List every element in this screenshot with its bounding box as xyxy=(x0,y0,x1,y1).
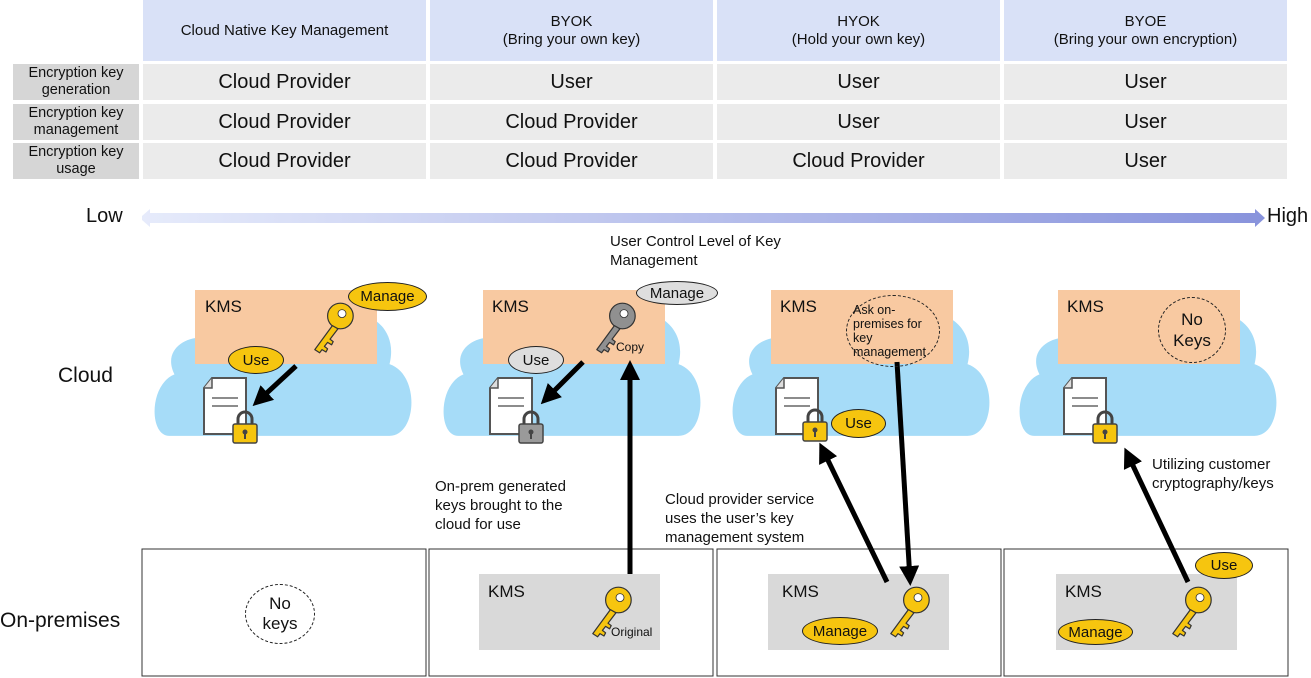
header-byoe-text: BYOE (Bring your own encryption) xyxy=(1053,12,1238,48)
kms-label-onprem-2: KMS xyxy=(488,582,525,601)
manage-badge-2: Manage xyxy=(636,281,718,305)
byoe-description: Utilizing customer cryptography/keys xyxy=(1152,456,1274,492)
manage-badge-3: Manage xyxy=(802,617,878,645)
no-keys-cloud-circle: No Keys xyxy=(1158,297,1226,363)
arrow-hyok-down xyxy=(894,361,920,586)
table-cell: Cloud Provider xyxy=(143,104,426,140)
arrow-use-2 xyxy=(540,360,585,405)
kms-label-onprem-3: KMS xyxy=(782,582,819,601)
no-keys-onprem-text: No keys xyxy=(262,594,298,633)
kms-label-cloud-3: KMS xyxy=(780,297,817,316)
table-cell: User xyxy=(1004,64,1287,100)
cloud-row-label: Cloud xyxy=(58,364,113,387)
scale-caption: User Control Level of Key Management xyxy=(610,233,781,269)
manage-badge-4: Manage xyxy=(1058,619,1133,645)
row-label-2: Encryption key management xyxy=(13,104,139,140)
kms-onprem-2 xyxy=(479,574,660,650)
manage-badge-1: Manage xyxy=(348,282,427,311)
kms-label-cloud-1: KMS xyxy=(205,297,242,316)
row-label-1: Encryption key generation xyxy=(13,64,139,100)
table-cell: Cloud Provider xyxy=(143,143,426,179)
no-keys-onprem-circle: No keys xyxy=(245,584,315,644)
use-badge-3: Use xyxy=(831,409,886,438)
copy-label: Copy xyxy=(616,340,645,354)
arrow-hyok-up xyxy=(819,442,890,584)
byok-description: On-prem generated keys brought to the cl… xyxy=(435,478,566,533)
ask-onprem-circle: Ask on-premises for key management xyxy=(846,295,940,367)
no-keys-cloud-text: No Keys xyxy=(1173,310,1211,350)
table-cell: User xyxy=(1004,104,1287,140)
original-label: Original xyxy=(611,625,653,639)
scale-arrow xyxy=(142,209,1265,227)
use-badge-1: Use xyxy=(228,346,284,374)
hyok-description: Cloud provider service uses the user’s k… xyxy=(665,491,815,546)
table-cell: Cloud Provider xyxy=(717,143,1000,179)
kms-label-onprem-4: KMS xyxy=(1065,582,1102,601)
arrow-byoe-up xyxy=(1123,447,1191,584)
table-cell: Cloud Provider xyxy=(143,64,426,100)
table-cell: Cloud Provider xyxy=(430,104,713,140)
table-cell: User xyxy=(717,104,1000,140)
header-hyok: HYOK (Hold your own key) xyxy=(717,0,1000,61)
header-byok-text: BYOK (Bring your own key) xyxy=(502,12,641,48)
onprem-row-label: On-premises xyxy=(0,609,121,632)
use-badge-2: Use xyxy=(508,346,564,374)
use-badge-4: Use xyxy=(1195,552,1253,579)
kms-label-cloud-2: KMS xyxy=(492,297,529,316)
header-byoe: BYOE (Bring your own encryption) xyxy=(1004,0,1287,61)
table-cell: User xyxy=(1004,143,1287,179)
scale-low-label: Low xyxy=(86,205,123,227)
row-label-3: Encryption key usage xyxy=(13,143,139,179)
header-cloud-native: Cloud Native Key Management xyxy=(143,0,426,61)
table-cell: User xyxy=(430,64,713,100)
ask-onprem-text: Ask on-premises for key management xyxy=(853,303,926,359)
scale-high-label: High xyxy=(1267,205,1309,227)
table-cell: User xyxy=(717,64,1000,100)
header-byok: BYOK (Bring your own key) xyxy=(430,0,713,61)
arrow-use-1 xyxy=(252,364,298,407)
header-hyok-text: HYOK (Hold your own key) xyxy=(791,12,926,48)
kms-label-cloud-4: KMS xyxy=(1067,297,1104,316)
table-cell: Cloud Provider xyxy=(430,143,713,179)
